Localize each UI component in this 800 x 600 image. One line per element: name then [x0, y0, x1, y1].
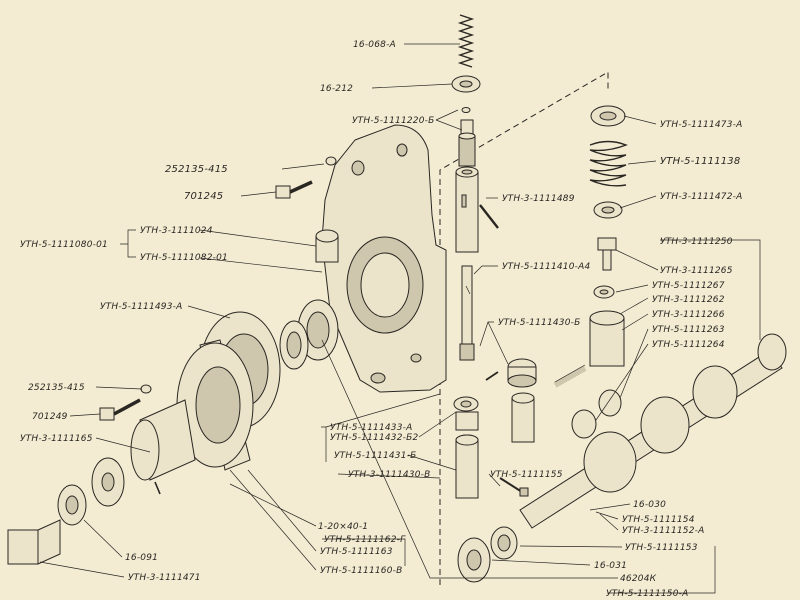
label-1111082-01: УТН-5-1111082-01 — [140, 253, 228, 263]
label-1111472-a: УТН-3-1111472-А — [660, 192, 742, 202]
part-bolt-1111265 — [597, 237, 617, 271]
label-1111430-b: УТН-5-1111430-Б — [498, 318, 580, 328]
label-1111080-01: УТН-5-1111080-01 — [20, 240, 108, 250]
part-bolt-701249 — [99, 384, 152, 421]
label-46204k: 46204К — [620, 574, 657, 584]
label-1111155: УТН-5-1111155 — [490, 470, 563, 480]
label-1111430-v: УТН-3-1111430-В — [348, 470, 430, 480]
part-nut-1111267 — [593, 285, 615, 299]
part-spring-seat-top — [590, 105, 626, 127]
label-1111410-a4: УТН-5-1111410-А4 — [502, 262, 590, 272]
part-dowel-bushing — [315, 229, 339, 263]
assembly-axis-line — [439, 71, 609, 585]
label-1111493-a: УТН-5-1111493-А — [100, 302, 182, 312]
label-16-030: 16-030 — [633, 500, 666, 510]
label-1111138: УТН-5-1111138 — [660, 156, 740, 167]
part-plunger-rod — [459, 265, 475, 361]
part-main-spring — [589, 140, 628, 187]
label-1111163: УТН-5-1111163 — [320, 547, 393, 557]
label-1111250: УТН-3-1111250 — [660, 237, 733, 247]
part-camshaft — [519, 333, 787, 529]
part-spring-top — [457, 14, 475, 68]
label-16-031: 16-031 — [594, 561, 627, 571]
part-washer-16-031 — [457, 537, 491, 583]
label-1111024: УТН-3-1111024 — [140, 226, 213, 236]
label-16-091: 16-091 — [125, 553, 158, 563]
label-1111264: УТН-5-1111264 — [652, 340, 725, 350]
label-1111267: УТН-5-1111267 — [652, 281, 725, 291]
part-housing-flange — [321, 124, 447, 393]
label-252135-415-top: 252135-415 — [165, 164, 228, 175]
label-252135-415-bottom: 252135-415 — [28, 383, 85, 393]
label-1111265: УТН-3-1111265 — [660, 266, 733, 276]
part-hex-nut — [7, 519, 61, 565]
label-1-20x40-1: 1-20×40-1 — [318, 522, 368, 532]
label-1111154: УТН-5-1111154 — [622, 515, 695, 525]
label-1111266: УТН-3-1111266 — [652, 310, 725, 320]
label-1111263: УТН-5-1111263 — [652, 325, 725, 335]
label-1111262: УТН-3-1111262 — [652, 295, 725, 305]
label-1111432-b2: УТН-5-1111432-Б2 — [330, 433, 418, 443]
label-1111153: УТН-5-1111153 — [625, 543, 698, 553]
label-1111489: УТН-3-1111489 — [502, 194, 575, 204]
label-701245: 701245 — [184, 191, 223, 202]
label-1111162-g: УТН-5-1111162-Г — [324, 535, 406, 545]
part-lower-barrel — [453, 396, 479, 499]
label-1111220-b: УТН-5-1111220-Б — [352, 116, 434, 126]
part-drive-hub — [130, 339, 254, 481]
leader-lines — [39, 43, 761, 594]
label-1111152-a: УТН-3-1111152-А — [622, 526, 704, 536]
part-small-screw — [499, 477, 529, 497]
part-washer-1111153 — [490, 526, 518, 560]
label-1111433-a: УТН-5-1111433-А — [330, 423, 412, 433]
part-gear-sleeve — [485, 358, 537, 443]
label-701249: 701249 — [32, 412, 68, 422]
label-1111471: УТН-3-1111471 — [128, 573, 201, 583]
part-spring-seat-bottom — [593, 201, 623, 219]
part-bolt-701245 — [275, 156, 337, 199]
part-pin-1111489 — [479, 204, 499, 229]
part-washer-16-091 — [57, 484, 87, 526]
label-1111165: УТН-3-1111165 — [20, 434, 93, 444]
label-1111150-a: УТН-5-1111150-А — [606, 589, 688, 599]
part-bearing-46204K — [279, 299, 339, 370]
label-1111431-b: УТН-5-1111431-Б — [334, 451, 416, 461]
label-16-212: 16-212 — [320, 84, 353, 94]
label-16-068-a: 16-068-А — [353, 40, 396, 50]
label-1111473-a: УТН-5-1111473-А — [660, 120, 742, 130]
part-roller-pair — [571, 389, 622, 439]
part-plunger-sleeve — [458, 107, 476, 167]
part-pump-barrel — [455, 166, 479, 253]
part-drive-gear — [91, 457, 161, 507]
label-1111160-v: УТН-5-1111160-В — [320, 566, 402, 576]
part-pusher-block — [553, 310, 625, 388]
part-washer-16-212 — [451, 75, 481, 93]
